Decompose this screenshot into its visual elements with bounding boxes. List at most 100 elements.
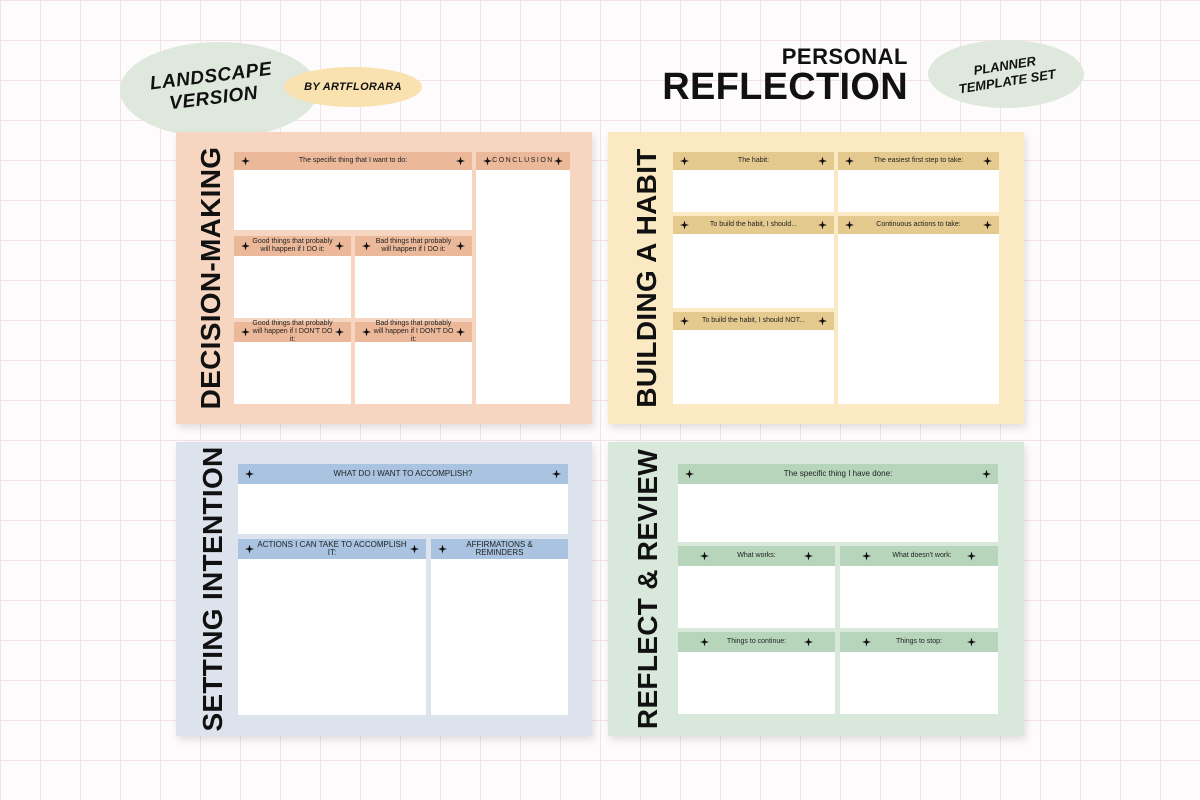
first-step-label: The easiest first step to take:	[873, 157, 964, 164]
building-habit-panel: BUILDING A HABIT The habit: The easiest …	[608, 132, 1024, 424]
sparkle-icon	[967, 637, 976, 647]
sparkle-icon	[700, 551, 709, 561]
first-step-box[interactable]: The easiest first step to take:	[838, 152, 999, 212]
continuous-actions-header: Continuous actions to take:	[838, 216, 999, 234]
continue-label: Things to continue:	[726, 638, 787, 645]
sparkle-icon	[845, 156, 854, 166]
affirmations-box[interactable]: AFFIRMATIONS & REMINDERS	[431, 539, 568, 715]
sparkle-icon	[456, 156, 465, 166]
sparkle-icon	[335, 327, 344, 337]
habit-label: The habit:	[737, 157, 770, 164]
page-title: REFLECTION	[662, 66, 908, 108]
sparkle-icon	[335, 241, 344, 251]
setting-intention-panel: SETTING INTENTION WHAT DO I WANT TO ACCO…	[176, 442, 592, 736]
stop-label: Things to stop:	[896, 638, 942, 645]
sparkle-icon	[680, 220, 689, 230]
good-dont-label: Good things that probably will happen if…	[252, 320, 333, 343]
good-do-header: Good things that probably will happen if…	[234, 236, 351, 256]
good-dont-header: Good things that probably will happen if…	[234, 320, 351, 343]
first-step-header: The easiest first step to take:	[838, 152, 999, 170]
conclusion-box[interactable]: CONCLUSION	[476, 152, 570, 404]
sparkle-icon	[410, 544, 419, 554]
landscape-version-label: LANDSCAPE VERSION	[148, 58, 273, 115]
building-habit-title: BUILDING A HABIT	[631, 148, 662, 408]
sparkle-icon	[982, 469, 991, 479]
decision-making-panel: DECISION-MAKING The specific thing that …	[176, 132, 592, 424]
accomplish-box[interactable]: WHAT DO I WANT TO ACCOMPLISH?	[238, 464, 568, 534]
continue-box[interactable]: Things to continue:	[678, 632, 835, 714]
actions-box[interactable]: ACTIONS I CAN TAKE TO ACCOMPLISH IT:	[238, 539, 426, 715]
sparkle-icon	[983, 156, 992, 166]
specific-thing-box[interactable]: The specific thing that I want to do:	[234, 152, 472, 230]
bad-dont-box[interactable]: Bad things that probably will happen if …	[355, 320, 472, 404]
author-label: BY ARTFLORARA	[304, 81, 402, 93]
habit-header: The habit:	[673, 152, 834, 170]
sparkle-icon	[700, 637, 709, 647]
sparkle-icon	[680, 156, 689, 166]
bad-dont-header: Bad things that probably will happen if …	[355, 320, 472, 343]
works-box[interactable]: What works:	[678, 546, 835, 628]
reflect-review-panel: REFLECT & REVIEW The specific thing I ha…	[608, 442, 1024, 736]
affirmations-label: AFFIRMATIONS & REMINDERS	[466, 540, 533, 557]
doesnt-work-box[interactable]: What doesn't work:	[840, 546, 998, 628]
affirmations-header: AFFIRMATIONS & REMINDERS	[431, 539, 568, 559]
accomplish-header: WHAT DO I WANT TO ACCOMPLISH?	[238, 464, 568, 484]
sparkle-icon	[456, 241, 465, 251]
continuous-actions-box[interactable]: Continuous actions to take:	[838, 216, 999, 404]
specific-thing-header: The specific thing that I want to do:	[234, 152, 472, 170]
stop-header: Things to stop:	[840, 632, 998, 652]
doesnt-work-label: What doesn't work:	[892, 552, 952, 559]
sparkle-icon	[862, 637, 871, 647]
sparkle-icon	[818, 156, 827, 166]
sparkle-icon	[241, 327, 250, 337]
sparkle-icon	[967, 551, 976, 561]
bad-do-box[interactable]: Bad things that probably will happen if …	[355, 236, 472, 318]
habit-box[interactable]: The habit:	[673, 152, 834, 212]
specific-thing-label: The specific thing that I want to do:	[298, 157, 408, 164]
should-not-header: To build the habit, I should NOT...	[673, 312, 834, 330]
actions-label: ACTIONS I CAN TAKE TO ACCOMPLISH IT:	[257, 540, 407, 557]
sparkle-icon	[685, 469, 694, 479]
sparkle-icon	[862, 551, 871, 561]
sparkle-icon	[554, 156, 563, 166]
template-set-label: PLANNER TEMPLATE SET	[957, 53, 1057, 97]
sparkle-icon	[818, 220, 827, 230]
done-box[interactable]: The specific thing I have done:	[678, 464, 998, 542]
template-set-badge: PLANNER TEMPLATE SET	[928, 40, 1084, 108]
should-not-box[interactable]: To build the habit, I should NOT...	[673, 312, 834, 404]
sparkle-icon	[245, 469, 254, 479]
reflect-review-title: REFLECT & REVIEW	[632, 448, 663, 730]
sparkle-icon	[845, 220, 854, 230]
author-badge: BY ARTFLORARA	[284, 67, 422, 107]
sparkle-icon	[438, 544, 447, 554]
good-dont-box[interactable]: Good things that probably will happen if…	[234, 320, 351, 404]
decision-making-title: DECISION-MAKING	[195, 146, 226, 410]
continue-header: Things to continue:	[678, 632, 835, 652]
sparkle-icon	[245, 544, 254, 554]
conclusion-header: CONCLUSION	[476, 152, 570, 170]
continuous-actions-label: Continuous actions to take:	[876, 221, 961, 228]
done-header: The specific thing I have done:	[678, 464, 998, 484]
should-box[interactable]: To build the habit, I should...	[673, 216, 834, 308]
stop-box[interactable]: Things to stop:	[840, 632, 998, 714]
sparkle-icon	[362, 327, 371, 337]
should-label: To build the habit, I should...	[709, 221, 798, 228]
page-subtitle: PERSONAL	[781, 44, 908, 69]
actions-header: ACTIONS I CAN TAKE TO ACCOMPLISH IT:	[238, 539, 426, 559]
sparkle-icon	[552, 469, 561, 479]
doesnt-work-header: What doesn't work:	[840, 546, 998, 566]
accomplish-label: WHAT DO I WANT TO ACCOMPLISH?	[333, 469, 473, 478]
sparkle-icon	[241, 156, 250, 166]
setting-intention-title: SETTING INTENTION	[197, 446, 228, 732]
good-do-box[interactable]: Good things that probably will happen if…	[234, 236, 351, 318]
sparkle-icon	[456, 327, 465, 337]
good-do-label: Good things that probably will happen if…	[252, 238, 333, 253]
should-header: To build the habit, I should...	[673, 216, 834, 234]
sparkle-icon	[241, 241, 250, 251]
sparkle-icon	[483, 156, 492, 166]
works-label: What works:	[737, 552, 776, 559]
bad-do-label: Bad things that probably will happen if …	[375, 238, 452, 253]
bad-do-header: Bad things that probably will happen if …	[355, 236, 472, 256]
sparkle-icon	[804, 551, 813, 561]
done-label: The specific thing I have done:	[783, 469, 893, 478]
